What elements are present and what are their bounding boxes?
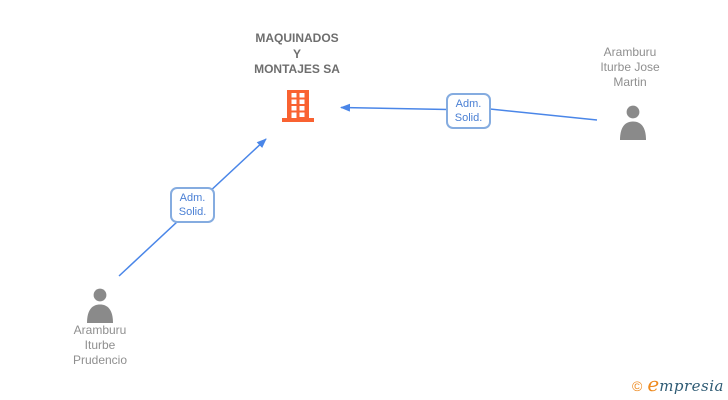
brand-rest: mpresia	[659, 377, 724, 395]
copyright-icon: ©	[632, 378, 643, 394]
person-name-jose-martin[interactable]: Aramburu Iturbe Jose Martin	[565, 45, 695, 90]
edge-label-adm-solid-left: Adm. Solid.	[170, 187, 215, 223]
edge-label-line: Solid.	[178, 206, 207, 218]
person-name-line: Martin	[613, 75, 647, 89]
company-name-line: MAQUINADOS	[255, 31, 339, 45]
person-name-prudencio[interactable]: Aramburu Iturbe Prudencio	[35, 323, 165, 368]
edge-label-line: Adm.	[455, 98, 482, 110]
person-name-line: Iturbe	[84, 338, 116, 352]
building-icon-svg	[282, 90, 314, 122]
person-icon-jose-martin[interactable]	[617, 104, 649, 140]
edge-label-line: Adm.	[179, 192, 206, 204]
company-name[interactable]: MAQUINADOS Y MONTAJES SA	[217, 31, 377, 78]
company-name-line: MONTAJES SA	[254, 62, 340, 76]
building-icon[interactable]	[281, 88, 315, 122]
brand-initial: e	[647, 372, 660, 396]
person-name-line: Prudencio	[72, 353, 128, 367]
person-name-line: Aramburu	[73, 323, 127, 337]
brand-wordmark: empresia	[647, 372, 724, 396]
empresia-logo[interactable]: © empresia	[632, 372, 724, 396]
edge-label-line: Solid.	[454, 112, 483, 124]
person-name-line: Iturbe Jose	[600, 60, 660, 74]
person-name-line: Aramburu	[603, 45, 657, 59]
edge-label-adm-solid-right: Adm. Solid.	[446, 93, 491, 129]
person-icon-prudencio[interactable]	[84, 287, 116, 323]
person-icon-svg	[620, 105, 646, 140]
person-icon-svg	[87, 288, 113, 323]
company-name-line: Y	[292, 46, 301, 61]
